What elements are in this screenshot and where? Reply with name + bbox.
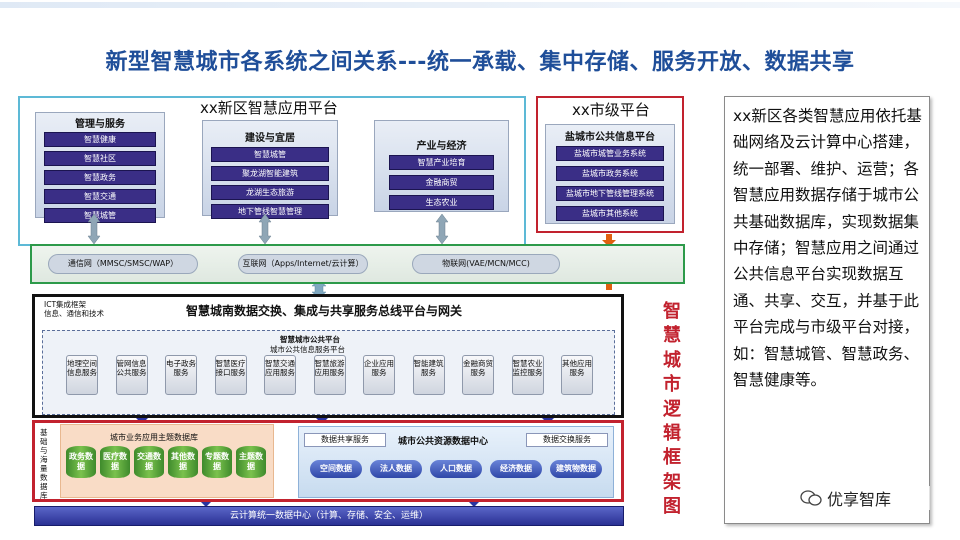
panel-industry-economy: 产业与经济 智慧产业培育 金融商贸 生态农业 [374, 120, 509, 212]
service-item: 地下管线智慧管理 [211, 204, 329, 219]
resource-db-row: 空间数据法人数据人口数据经济数据建筑物数据 [310, 460, 610, 482]
wechat-icon [800, 490, 822, 506]
description-panel: xx新区各类智慧应用依托基础网络及云计算中心搭建，统一部署、维护、运营；各智慧应… [724, 96, 930, 524]
panel-management-service: 管理与服务 智慧健康 智慧社区 智慧政务 智慧交通 智慧城管 [35, 112, 165, 223]
cloud-data-center-bar: 云计算统一数据中心（计算、存储、安全、运维） [34, 506, 624, 526]
public-service-item: 企业应用服务 [363, 355, 395, 395]
service-item: 盐城市城管业务系统 [556, 146, 664, 161]
network-iot: 物联网(VAE/MCN/MCC) [412, 254, 560, 274]
ict-side-label: ICT集成框架 信息、通信和技术 [44, 300, 104, 318]
public-service-item: 管网信息公共服务 [115, 355, 148, 395]
service-item: 聚龙湖智能建筑 [211, 166, 329, 181]
resource-db-pill: 人口数据 [430, 460, 482, 478]
business-db-cylinder: 专题数据 [202, 446, 232, 478]
service-item: 生态农业 [389, 195, 494, 210]
panel-title: 盐城市公共信息平台 [565, 132, 655, 143]
resource-db-pill: 建筑物数据 [550, 460, 602, 478]
business-db-title: 城市业务应用主题数据库 [110, 433, 198, 442]
city-public-info-platform: 盐城市公共信息平台 盐城市城管业务系统 盐城市政务系统 盐城市地下管线管理系统 … [545, 124, 675, 224]
service-item: 龙湖生态旅游 [211, 185, 329, 200]
service-item: 智慧交通 [44, 189, 156, 204]
public-service-item: 电子政务服务 [165, 355, 197, 395]
vertical-framework-title: 智慧城市逻辑框架图 [663, 301, 681, 518]
resource-center-title: 城市公共资源数据中心 [398, 437, 489, 447]
arrow-city-down [602, 234, 616, 247]
service-item: 盐城市政务系统 [556, 166, 664, 181]
public-platform-title: 智慧城市公共平台 [280, 335, 340, 344]
public-service-item: 智慧交通应用服务 [264, 355, 296, 395]
public-service-item: 智慧旅游应用服务 [313, 355, 346, 395]
service-item: 金融商贸 [389, 175, 494, 190]
arrow-net-down [311, 279, 327, 299]
panel-title: 建设与宜居 [245, 133, 295, 144]
public-services-row: 地理空间信息服务管网信息公共服务电子政务服务智慧医疗接口服务智慧交通应用服务智慧… [66, 355, 606, 399]
page-title: 新型智慧城市各系统之间关系---统一承载、集中存储、服务开放、数据共享 [105, 50, 855, 75]
arrow-up-down [435, 213, 449, 245]
public-service-item: 智慧农业监控服务 [511, 355, 544, 395]
new-district-platform-label: xx新区智慧应用平台 [200, 99, 338, 117]
business-db-cylinder: 其他数据 [168, 446, 198, 478]
public-service-item: 其他应用服务 [561, 355, 593, 395]
public-service-item: 地理空间信息服务 [66, 355, 98, 395]
resource-db-pill: 法人数据 [370, 460, 422, 478]
watermark: 优享智库 [800, 486, 930, 510]
arrow-up-down [87, 213, 101, 245]
public-service-item: 智慧医疗接口服务 [214, 355, 247, 395]
business-db-cylinder: 主题数据 [236, 446, 266, 478]
data-side-label: 基础与海量数据库 [40, 428, 48, 500]
watermark-text: 优享智库 [827, 490, 892, 509]
business-db-cylinder: 医疗数据 [100, 446, 130, 478]
business-db-cylinder: 政务数据 [66, 446, 96, 478]
business-db-cylinder: 交通数据 [134, 446, 164, 478]
service-item: 盐城市地下管线管理系统 [556, 186, 664, 201]
business-db-row: 政务数据医疗数据交通数据其他数据专题数据主题数据 [66, 446, 266, 482]
service-item: 智慧城管 [211, 147, 329, 162]
public-service-item: 智能建筑服务 [412, 355, 445, 395]
arrow-up-down [258, 213, 272, 245]
service-item: 智慧城管 [44, 208, 156, 223]
data-exchange-service: 数据交换服务 [526, 433, 608, 447]
service-item: 智慧产业培育 [389, 155, 494, 170]
service-item: 盐城市其他系统 [556, 206, 664, 221]
network-internet: 互联网（Apps/Internet/云计算） [238, 254, 368, 274]
city-platform-label: xx市级平台 [572, 101, 650, 119]
panel-construction-livable: 建设与宜居 智慧城管 聚龙湖智能建筑 龙湖生态旅游 地下管线智慧管理 [202, 120, 338, 219]
panel-title: 产业与经济 [416, 141, 467, 152]
description-text: xx新区各类智慧应用依托基础网络及云计算中心搭建，统一部署、维护、运营；各智慧应… [733, 107, 922, 390]
service-item: 智慧健康 [44, 132, 156, 147]
bus-title: 智慧城南数据交换、集成与共享服务总线平台与网关 [186, 304, 463, 318]
public-service-item: 金融商贸服务 [462, 355, 494, 395]
resource-db-pill: 经济数据 [490, 460, 542, 478]
data-share-service: 数据共享服务 [304, 433, 386, 447]
network-telecom: 通信网（MMSC/SMSC/WAP） [48, 254, 198, 274]
resource-db-pill: 空间数据 [310, 460, 362, 478]
top-decor-bar [0, 2, 960, 8]
service-item: 智慧社区 [44, 151, 156, 166]
public-platform-subtitle: 城市公共信息服务平台 [270, 345, 345, 354]
service-item: 智慧政务 [44, 170, 156, 185]
panel-title: 管理与服务 [75, 119, 125, 130]
